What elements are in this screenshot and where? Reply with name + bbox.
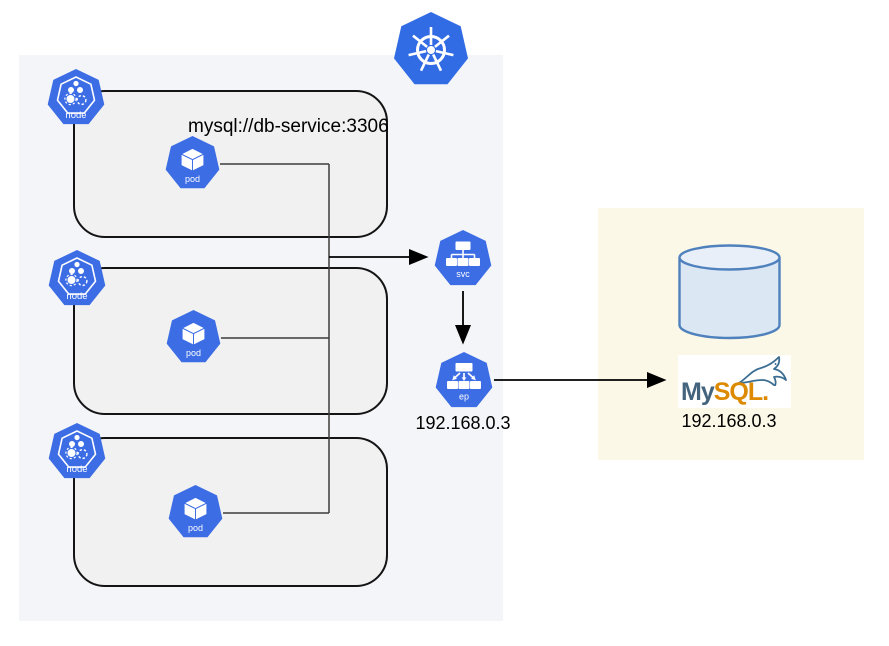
pod2-icon: pod (166, 310, 221, 363)
node-box-3 (73, 437, 388, 587)
svg-text:pod: pod (186, 348, 201, 358)
endpoint-icon: ep (435, 352, 493, 408)
svg-text:node: node (66, 291, 87, 302)
svg-text:svc: svc (456, 269, 470, 279)
mysql-wordmark-my: My (681, 378, 715, 406)
svg-text:ep: ep (459, 392, 469, 402)
service-icon: svc (434, 230, 492, 286)
mysql-dolphin-icon (738, 356, 787, 386)
node-box-2 (73, 267, 388, 415)
svg-text:node: node (66, 464, 87, 475)
svg-text:pod: pod (185, 174, 200, 184)
pod3-icon: pod (168, 485, 223, 538)
mysql-wordmark-dot: . (762, 378, 769, 406)
node2-icon: node (48, 250, 106, 306)
mysql-ip-label: 192.168.0.3 (681, 411, 777, 431)
node1-icon: node (47, 69, 105, 125)
database-cylinder-icon (678, 244, 781, 340)
mysql-logo: MySQL. (678, 355, 791, 408)
kubernetes-logo-icon (394, 12, 468, 85)
svg-text:node: node (65, 110, 86, 121)
node3-icon: node (48, 423, 106, 479)
endpoint-ip-label: 192.168.0.3 (415, 413, 511, 433)
node-box-1 (73, 90, 388, 238)
mysql-wordmark: MySQL. (681, 378, 769, 406)
pod1-icon: pod (165, 136, 220, 189)
connection-url-label: mysql://db-service:3306 (188, 116, 389, 137)
svg-text:pod: pod (188, 523, 203, 533)
mysql-wordmark-sql: SQL (713, 378, 763, 406)
